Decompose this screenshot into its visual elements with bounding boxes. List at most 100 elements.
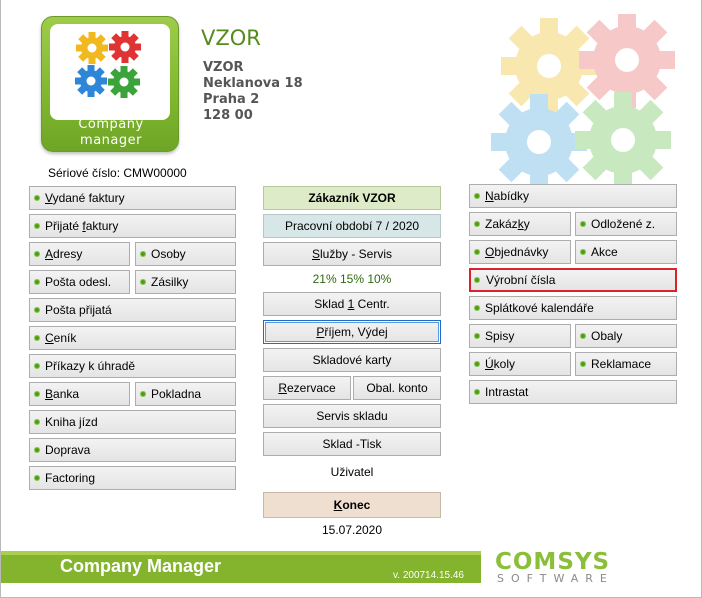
zakazky-label: Zakázky — [485, 217, 530, 231]
objednavky-button[interactable]: Objednávky — [469, 240, 571, 264]
objednavky-label: Objednávky — [485, 245, 549, 259]
address-line: VZOR — [203, 60, 244, 75]
osoby-button[interactable]: Osoby — [135, 242, 236, 266]
bullet-icon — [474, 249, 480, 255]
bullet-icon — [580, 333, 586, 339]
app-name: Company Manager — [60, 556, 222, 576]
posta-odesl-label: Pošta odesl. — [45, 275, 112, 289]
intrastat-button[interactable]: Intrastat — [469, 380, 677, 404]
obaly-button[interactable]: Obaly — [575, 324, 677, 348]
obaly-label: Obaly — [591, 329, 623, 343]
user-label: Uživatel — [330, 465, 374, 479]
exit-button[interactable]: Konec — [263, 492, 441, 518]
vyrobni-cisla-button[interactable]: Výrobní čísla — [469, 268, 677, 292]
reservation-label: Rezervace — [278, 381, 336, 395]
nabidky-label: Nabídky — [485, 189, 530, 203]
splatkove-kalendare-button[interactable]: Splátkové kalendáře — [469, 296, 677, 320]
vydane-faktury-button[interactable]: Vydané faktury — [29, 186, 236, 210]
discount-levels: 21% 15% 10% — [312, 272, 392, 286]
bullet-icon — [34, 363, 40, 369]
footer-bar — [1, 551, 481, 583]
ukoly-label: Úkoly — [485, 357, 516, 371]
zasilky-label: Zásilky — [151, 275, 189, 289]
kniha-jizd-button[interactable]: Kniha jízd — [29, 410, 236, 434]
bullet-icon — [34, 223, 40, 229]
cenik-label: Ceník — [45, 331, 77, 345]
bullet-icon — [580, 361, 586, 367]
posta-prijata-label: Pošta přijatá — [45, 303, 112, 317]
gears-logo-icon — [75, 31, 141, 98]
pokladna-button[interactable]: Pokladna — [135, 382, 236, 406]
version-label: v. 200714.15.46 — [393, 570, 464, 581]
customer-button[interactable]: Zákazník VZOR — [263, 186, 441, 210]
reklamace-label: Reklamace — [591, 357, 652, 371]
warehouse-button[interactable]: Sklad 1 Centr. — [263, 292, 441, 316]
bullet-icon — [34, 391, 40, 397]
bullet-icon — [140, 279, 146, 285]
receipt-issue-label: Příjem, Výdej — [316, 325, 388, 339]
doprava-button[interactable]: Doprava — [29, 438, 236, 462]
vendor-logo-subtext: SOFTWARE — [497, 572, 614, 585]
reklamace-button[interactable]: Reklamace — [575, 352, 677, 376]
bullet-icon — [140, 391, 146, 397]
address-line: Praha 2 — [203, 92, 260, 107]
factoring-label: Factoring — [45, 471, 96, 485]
decorative-gears-icon — [491, 14, 675, 189]
stock-cards-button[interactable]: Skladové karty — [263, 348, 441, 372]
bullet-icon — [34, 447, 40, 453]
zakazky-button[interactable]: Zakázky — [469, 212, 571, 236]
adresy-button[interactable]: Adresy — [29, 242, 130, 266]
logo-text-line1: Company — [78, 117, 144, 132]
packaging-account-button[interactable]: Obal. konto — [353, 376, 441, 400]
ukoly-button[interactable]: Úkoly — [469, 352, 571, 376]
posta-odesl-button[interactable]: Pošta odesl. — [29, 270, 130, 294]
receipt-issue-button[interactable]: Příjem, Výdej — [263, 320, 441, 344]
osoby-label: Osoby — [151, 247, 186, 261]
bullet-icon — [34, 475, 40, 481]
banka-button[interactable]: Banka — [29, 382, 130, 406]
bullet-icon — [34, 307, 40, 313]
zasilky-button[interactable]: Zásilky — [135, 270, 236, 294]
services-button[interactable]: Služby - Servis — [263, 242, 441, 266]
warehouse-service-button[interactable]: Servis skladu — [263, 404, 441, 428]
vyrobni-cisla-label: Výrobní čísla — [486, 273, 556, 287]
splatkove-kalendare-label: Splátkové kalendáře — [485, 301, 594, 315]
bullet-icon — [474, 305, 480, 311]
kniha-jizd-label: Kniha jízd — [45, 415, 98, 429]
reservation-button[interactable]: Rezervace — [263, 376, 351, 400]
footer-accent-line — [1, 551, 481, 555]
nabidky-button[interactable]: Nabídky — [469, 184, 677, 208]
banka-label: Banka — [45, 387, 80, 401]
factoring-button[interactable]: Factoring — [29, 466, 236, 490]
spisy-button[interactable]: Spisy — [469, 324, 571, 348]
warehouse-print-button[interactable]: Sklad -Tisk — [263, 432, 441, 456]
bullet-icon — [34, 195, 40, 201]
company-title: VZOR — [201, 26, 261, 50]
services-label: Služby - Servis — [311, 247, 393, 261]
akce-label: Akce — [591, 245, 618, 259]
working-period-button[interactable]: Pracovní období 7 / 2020 — [263, 214, 441, 238]
odlozene-z-label: Odložené z. — [591, 217, 656, 231]
odlozene-z-button[interactable]: Odložené z. — [575, 212, 677, 236]
vendor-logo-text: COMSYS — [495, 549, 611, 575]
bullet-icon — [474, 221, 480, 227]
address-line: Neklanova 18 — [203, 76, 303, 91]
current-date: 15.07.2020 — [321, 523, 383, 537]
stock-cards-label: Skladové karty — [312, 353, 392, 367]
prijate-faktury-label: Přijaté faktury — [45, 219, 119, 233]
pokladna-label: Pokladna — [151, 387, 202, 401]
bullet-icon — [34, 251, 40, 257]
doprava-label: Doprava — [45, 443, 91, 457]
warehouse-label: Sklad 1 Centr. — [314, 297, 390, 311]
prikazy-k-uhrade-button[interactable]: Příkazy k úhradě — [29, 354, 236, 378]
bullet-icon — [34, 335, 40, 341]
posta-prijata-button[interactable]: Pošta přijatá — [29, 298, 236, 322]
bullet-icon — [140, 251, 146, 257]
bullet-icon — [474, 277, 480, 283]
intrastat-label: Intrastat — [485, 385, 529, 399]
prijate-faktury-button[interactable]: Přijaté faktury — [29, 214, 236, 238]
akce-button[interactable]: Akce — [575, 240, 677, 264]
bullet-icon — [580, 221, 586, 227]
cenik-button[interactable]: Ceník — [29, 326, 236, 350]
